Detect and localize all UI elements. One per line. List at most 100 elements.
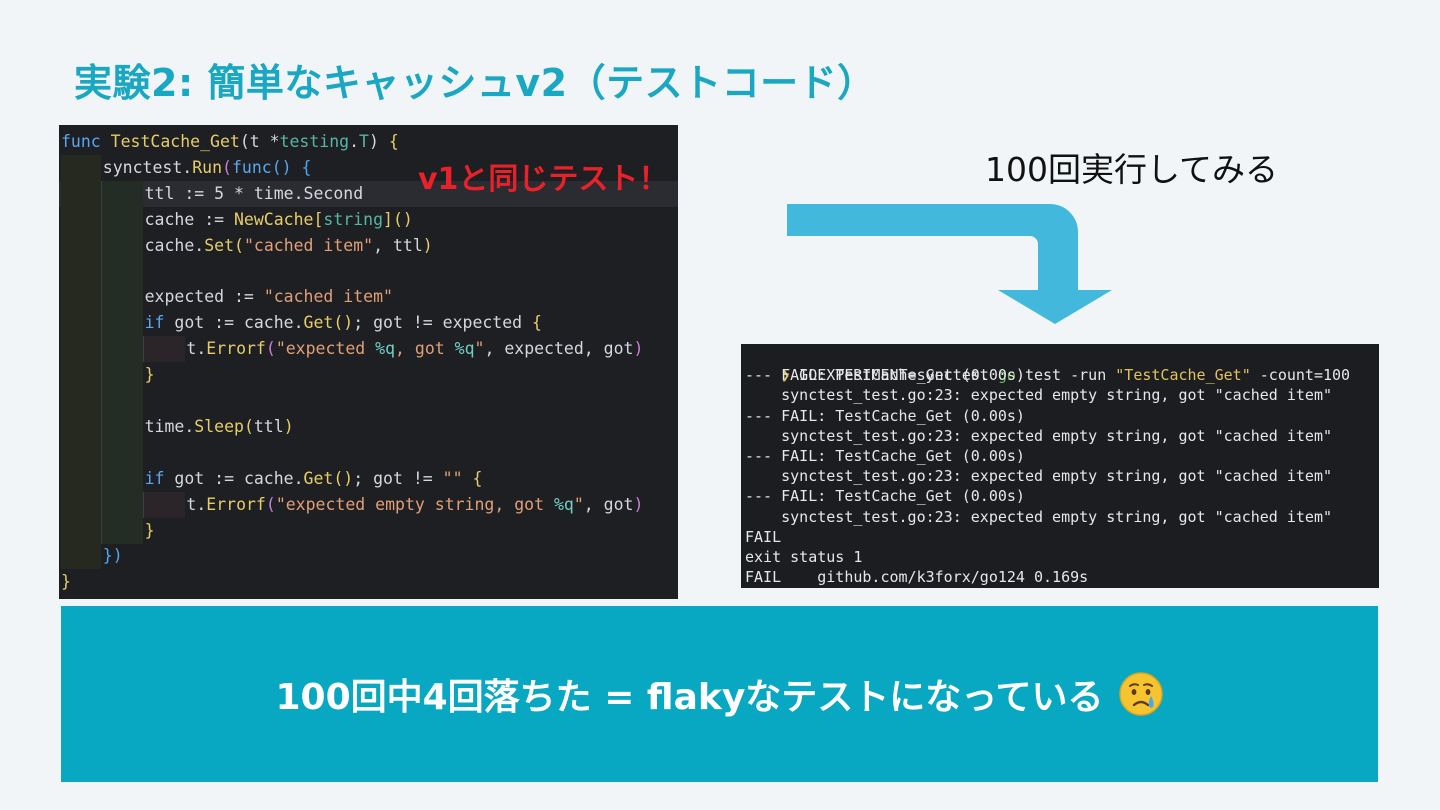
code-token: Sleep [194, 416, 244, 436]
code-token: %q [553, 494, 574, 514]
terminal-output-line: --- FAIL: TestCache_Get (0.00s) [745, 406, 1025, 425]
code-token: got := cache. [174, 313, 304, 333]
code-token: t. [186, 494, 207, 514]
slide-title: 実験2: 簡単なキャッシュv2（テストコード） [74, 61, 876, 105]
code-line: cache.Set("cached item", ttl) [59, 232, 678, 259]
run-caption: 100回実行してみる [985, 150, 1278, 189]
terminal-output-line: FAIL [745, 527, 782, 546]
crying-face-icon [1118, 672, 1163, 716]
code-token: } [144, 520, 155, 540]
code-token: Set [204, 235, 235, 255]
code-token: (t * [239, 132, 280, 151]
code-token: TestCache_Get [110, 132, 240, 151]
code-token: { [472, 468, 483, 488]
code-line: expected := "cached item" [59, 284, 678, 311]
code-panel: func TestCache_Get(t *testing.T) {syncte… [59, 125, 678, 599]
code-line: t.Errorf("expected empty string, got %q"… [59, 491, 678, 518]
terminal-output-line: --- FAIL: TestCache_Get (0.00s) [745, 487, 1025, 506]
code-token: } [144, 365, 155, 385]
code-token: ) [633, 339, 644, 359]
code-token: testing [279, 132, 350, 151]
code-token: "" [442, 468, 463, 488]
code-line [59, 258, 678, 285]
code-token: ( [243, 416, 254, 436]
code-token: , got [395, 339, 455, 359]
terminal-panel: ❯ GOEXPERIMENT=synctest go test -run "Te… [741, 344, 1379, 588]
terminal-command-line: ❯ GOEXPERIMENT=synctest go test -run "Te… [745, 345, 1350, 384]
code-token: "cached item" [243, 235, 374, 255]
code-token: ) [422, 235, 433, 255]
command-go: go [997, 366, 1016, 384]
code-token: ; got != expected [353, 313, 533, 333]
terminal-output-line: --- FAIL: TestCache_Get (0.00s) [745, 447, 1025, 465]
prompt-icon: ❯ [781, 366, 791, 384]
command-test-name: "TestCache_Get" [1115, 366, 1251, 384]
code-token: func [61, 132, 111, 151]
code-token: ( [234, 235, 244, 255]
code-token: ; got != [353, 468, 443, 488]
code-line: func TestCache_Get(t *testing.T) { [59, 129, 678, 155]
code-token: NewCache [234, 209, 314, 229]
terminal-output-line: FAIL github.com/k3forx/go124 0.169s [745, 568, 1089, 587]
code-token: { [388, 132, 399, 151]
annotation-mark: ！ [638, 162, 669, 197]
code-token: ) [633, 494, 644, 514]
banner-text: 100回中4回落ちた = flakyなテストになっている [275, 677, 1104, 718]
code-token: func [231, 157, 272, 177]
code-token: () [392, 209, 413, 229]
annotation-label: v1と同じテスト！ [418, 154, 668, 198]
code-token: if [144, 313, 175, 333]
code-token: [ [313, 209, 324, 229]
banner-content: 100回中4回落ちた = flakyなテストになっている [275, 668, 1163, 720]
code-token: } [61, 572, 71, 592]
code-line: } [59, 569, 678, 595]
code-token: () [271, 157, 292, 177]
code-token: }) [102, 546, 123, 566]
code-token: , expected, got [484, 339, 634, 359]
code-line: t.Errorf("expected %q, got %q", expected… [59, 336, 678, 363]
code-token: " [573, 494, 584, 514]
code-line: synctest.Run(func() { [59, 154, 678, 181]
code-line: cache := NewCache[string]() [59, 206, 678, 233]
code-token: Errorf [206, 494, 266, 514]
code-line: }) [59, 543, 678, 570]
code-token: Run [192, 157, 223, 177]
code-token: expected := [144, 287, 264, 307]
code-token: { [301, 157, 312, 177]
code-token: synctest. [102, 157, 193, 177]
code-token: ( [222, 157, 232, 177]
code-token: Get [303, 468, 334, 488]
conclusion-banner: 100回中4回落ちた = flakyなテストになっている [61, 606, 1378, 782]
code-token: Errorf [206, 339, 266, 359]
code-token: ] [383, 209, 393, 229]
code-token: time. [144, 416, 195, 436]
code-line: if got := cache.Get(); got != "" { [59, 465, 678, 492]
code-line: } [59, 362, 678, 389]
command-env: GOEXPERIMENT=synctest [790, 366, 998, 384]
code-token: , got [583, 494, 634, 514]
code-token: got := cache. [174, 468, 304, 488]
code-token: t. [186, 339, 207, 359]
code-line: time.Sleep(ttl) [59, 413, 678, 440]
code-line: if got := cache.Get(); got != expected { [59, 310, 678, 337]
code-token: ( [265, 494, 276, 514]
code-line [59, 439, 678, 466]
code-token: %q [375, 339, 396, 359]
code-token: ( [265, 339, 276, 359]
terminal-output-line: synctest_test.go:23: expected empty stri… [745, 467, 1332, 486]
code-token: () [333, 313, 354, 333]
code-token: T [359, 132, 369, 151]
code-line: ttl := 5 * time.Second [59, 180, 678, 207]
code-token: string [323, 209, 384, 229]
arrow-icon [787, 204, 1112, 324]
code-token: "expected empty string, got [275, 494, 554, 514]
code-line [59, 388, 678, 414]
terminal-output-line: --- FAIL: TestCache_Get (0.00s) [745, 366, 1025, 385]
code-token: Get [303, 313, 334, 333]
code-line: } [59, 517, 678, 544]
terminal-output-line: synctest_test.go:23: expected empty stri… [745, 507, 1332, 526]
terminal-output-line: exit status 1 [745, 548, 863, 566]
terminal-output-line: synctest_test.go:23: expected empty stri… [745, 426, 1332, 445]
code-token: ttl [253, 416, 284, 436]
code-token [292, 158, 302, 177]
